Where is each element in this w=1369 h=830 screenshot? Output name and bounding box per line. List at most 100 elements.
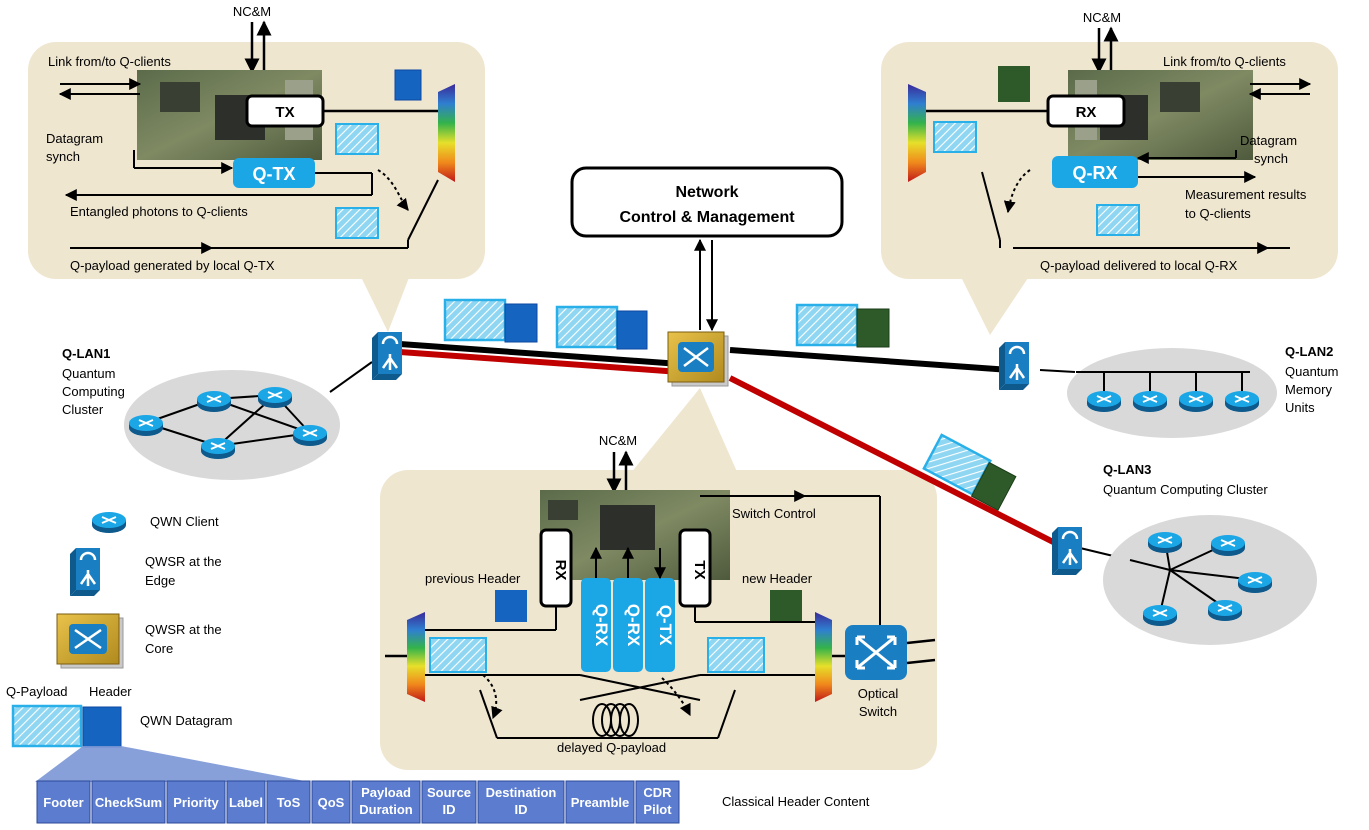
rx-wavelength-demux	[908, 84, 926, 182]
rx-qrx-block	[1052, 156, 1138, 188]
q-lan1-desc-1: Quantum	[62, 366, 115, 381]
header-field-label: ID	[515, 802, 528, 817]
tx-edge-detail: NC&M Link from/to Q-clients TX Datagram …	[46, 4, 455, 273]
legend-core-line1: QWSR at the	[145, 622, 222, 637]
qwn-client-icon	[197, 391, 231, 412]
datagram-flight-3	[795, 303, 890, 348]
new-header-label: new Header	[742, 571, 813, 586]
rx-datagram-synch-line2: synch	[1254, 151, 1288, 166]
qwn-client-icon	[1225, 391, 1259, 412]
tx-qtx-block	[233, 158, 315, 188]
core-detail: NC&M Switch Control RX TX Q-RX Q-RX Q-TX…	[385, 433, 936, 755]
tx-payload-block-1	[335, 123, 379, 155]
classical-header-caption: Classical Header Content	[722, 794, 870, 809]
legend-core-line2: Core	[145, 641, 173, 656]
new-header-block	[770, 590, 802, 622]
legend-datagram-label: QWN Datagram	[140, 713, 232, 728]
q-lan2-name: Q-LAN2	[1285, 344, 1333, 359]
qwn-client-icon	[1087, 391, 1121, 412]
qwsr-edge-node-1	[372, 332, 402, 380]
rx-payload-block-2	[1096, 204, 1140, 236]
header-field-label: ToS	[277, 795, 301, 810]
q-lan2-desc-1: Quantum	[1285, 364, 1338, 379]
legend-core-icon	[56, 613, 124, 669]
q-lan2-cluster	[1067, 348, 1277, 438]
qwn-client-icon	[201, 438, 235, 459]
ncm-title-line2: Control & Management	[619, 209, 795, 226]
tx-payload-block-2	[335, 207, 379, 239]
optical-switch-icon	[845, 625, 907, 680]
qwn-client-icon	[92, 512, 126, 533]
core-rx-label: RX	[552, 560, 569, 581]
core-qtx-label: Q-TX	[656, 605, 675, 646]
network-links	[329, 238, 1131, 561]
core-demux	[407, 612, 425, 702]
core-payload-out	[707, 637, 765, 673]
rx-payload-delivered-label: Q-payload delivered to local Q-RX	[1040, 258, 1238, 273]
core-qrx-1-label: Q-RX	[592, 604, 611, 647]
datagram-flight-4	[922, 433, 1017, 511]
tx-block-label: TX	[275, 104, 294, 121]
optical-switch-line1: Optical	[858, 686, 899, 701]
qwn-client-icon	[1148, 532, 1182, 553]
rx-measurement-line2: to Q-clients	[1185, 206, 1251, 221]
optical-switch-line2: Switch	[859, 704, 897, 719]
rx-datagram-synch-line1: Datagram	[1240, 133, 1297, 148]
rx-payload-block-1	[933, 121, 977, 153]
rx-ncm-label: NC&M	[1083, 10, 1121, 25]
header-field-label: ID	[443, 802, 456, 817]
rx-edge-detail: NC&M Link from/to Q-clients RX Datagram …	[908, 10, 1312, 273]
rx-block-label: RX	[1076, 104, 1097, 121]
header-field-label: Label	[229, 795, 263, 810]
header-field-label: Priority	[173, 795, 219, 810]
header-field-label: QoS	[318, 795, 345, 810]
classical-header-fields: Footer CheckSum Priority Label ToS QoS Payload…	[36, 780, 680, 824]
core-q-blocks: Q-RX Q-RX Q-TX	[581, 578, 675, 672]
tx-ncm-label: NC&M	[233, 4, 271, 19]
tx-link-label: Link from/to Q-clients	[48, 54, 171, 69]
qwn-client-icon	[129, 415, 163, 436]
legend-payload-block	[11, 704, 83, 748]
header-field-label: Preamble	[571, 795, 630, 810]
qwn-client-icon	[258, 387, 292, 408]
tx-datagram-synch-line2: synch	[46, 149, 80, 164]
ncm-title-line1: Network	[675, 184, 738, 201]
legend-header-label: Header	[89, 684, 132, 699]
qwn-client-icon	[1211, 535, 1245, 556]
header-field-cell: ToS	[266, 780, 311, 824]
header-field-label: Payload	[361, 785, 411, 800]
legend-edge-icon	[70, 548, 100, 596]
header-field-cell: Preamble	[565, 780, 635, 824]
q-lan3-desc: Quantum Computing Cluster	[1103, 482, 1268, 497]
header-field-label: Duration	[359, 802, 413, 817]
header-field-cell: Priority	[166, 780, 226, 824]
tx-qtx-label: Q-TX	[253, 164, 296, 184]
legend-client-label: QWN Client	[150, 514, 219, 529]
q-lan3-cluster	[1103, 515, 1317, 645]
q-lan3-name: Q-LAN3	[1103, 462, 1151, 477]
q-lan2-desc-3: Units	[1285, 400, 1315, 415]
datagram-flight-1	[443, 298, 538, 343]
rx-link-label: Link from/to Q-clients	[1163, 54, 1286, 69]
legend: QWN Client QWSR at the Edge QWSR at the …	[6, 514, 310, 782]
fiber-delay-coil	[592, 703, 639, 737]
header-field-label: Footer	[43, 795, 83, 810]
datagrams-in-flight	[443, 298, 1017, 511]
tx-payload-generated-label: Q-payload generated by local Q-TX	[70, 258, 275, 273]
core-tx-label: TX	[691, 560, 708, 579]
client-icons	[92, 387, 1272, 626]
qwn-client-icon	[1143, 605, 1177, 626]
tx-entangled-label: Entangled photons to Q-clients	[70, 204, 248, 219]
tx-wavelength-mux	[438, 84, 455, 182]
qwn-client-icon	[293, 425, 327, 446]
qwn-client-icon	[1179, 391, 1213, 412]
legend-edge-line1: QWSR at the	[145, 554, 222, 569]
datagram-flight-2	[555, 305, 648, 350]
qwsr-edge-node-3	[1052, 527, 1082, 575]
delayed-payload-label: delayed Q-payload	[557, 740, 666, 755]
qwn-client-icon	[1238, 572, 1272, 593]
legend-q-payload-label: Q-Payload	[6, 684, 67, 699]
header-field-label: CheckSum	[95, 795, 162, 810]
